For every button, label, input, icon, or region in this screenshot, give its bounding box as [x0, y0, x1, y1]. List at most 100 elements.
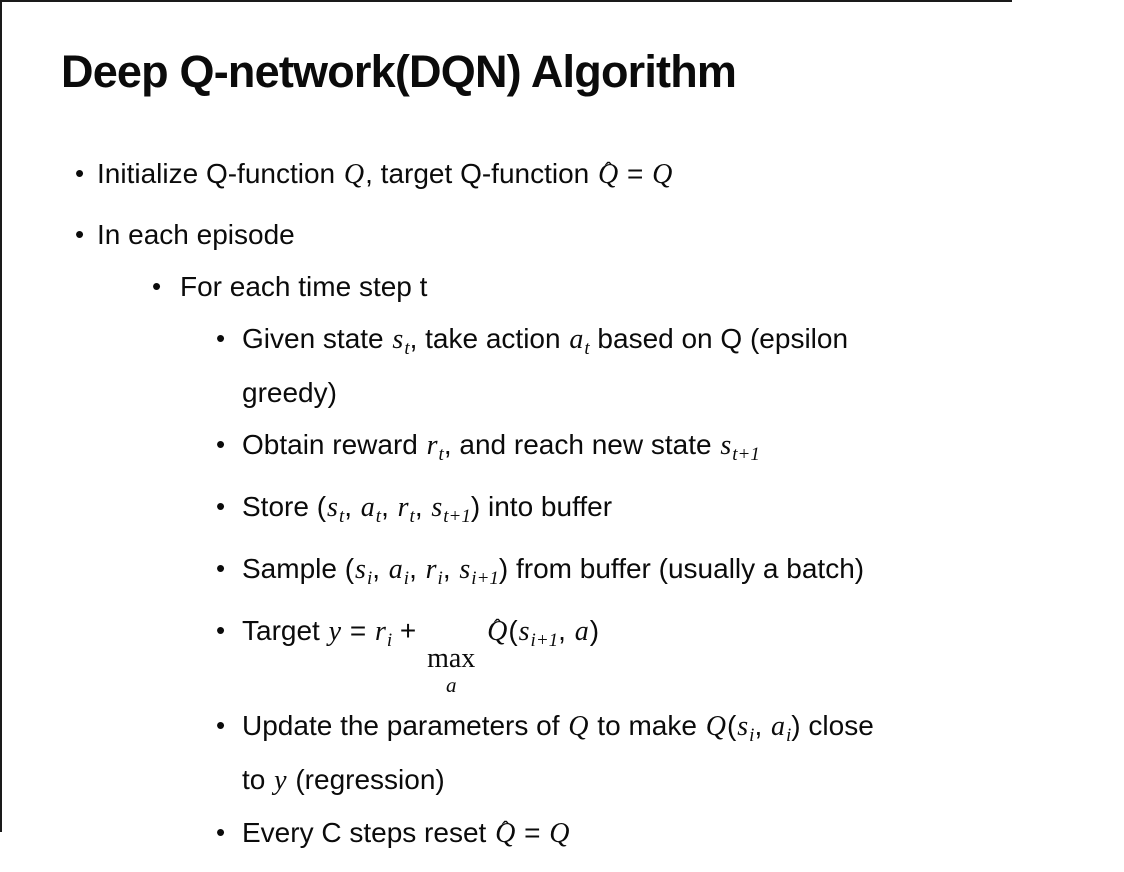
bullet-list: •Initialize Q-function Q, target Q-funct… — [0, 152, 1095, 864]
math-symbol: a — [771, 711, 786, 742]
text-segment: Given state — [242, 323, 392, 354]
math-symbol: s — [327, 492, 338, 523]
math-symbol: Q — [549, 818, 570, 849]
bullet-marker-icon: • — [216, 817, 226, 847]
text-segment: to make — [589, 710, 705, 741]
math-subscript: t — [438, 444, 444, 465]
bullet-item: •Sample (si, ai, ri, si+1) from buffer (… — [0, 547, 1095, 601]
math-subscript: i — [386, 630, 393, 651]
text-segment: Initialize Q-function — [97, 158, 343, 189]
max-operator-subscript: a — [445, 673, 457, 697]
math-subscript: i — [749, 725, 755, 746]
text-segment: ) — [589, 615, 600, 646]
math-symbol: Q — [343, 159, 365, 190]
text-segment: Sample ( — [242, 553, 355, 584]
text-segment: , take action — [409, 323, 569, 354]
text-segment: , — [442, 553, 459, 584]
math-symbol: s — [431, 492, 443, 523]
text-segment: , — [344, 491, 360, 522]
hat-accent: ˆ — [604, 157, 613, 182]
slide-border-left — [0, 0, 2, 832]
math-subscript: i — [786, 725, 792, 746]
math-subscript: t — [338, 506, 345, 527]
text-segment: ( — [508, 615, 518, 646]
text-segment: Update the parameters of — [242, 710, 568, 741]
bullet-marker-icon: • — [216, 710, 226, 740]
math-symbol: a — [569, 324, 584, 355]
text-segment: = — [619, 158, 652, 189]
bullet-item: • Initialize Q-function Q, target Q-funct… — [0, 152, 1095, 197]
bullet-marker-icon: • — [216, 553, 226, 583]
math-symbol: s — [518, 616, 530, 647]
math-symbol: r — [374, 616, 386, 647]
math-symbol: y — [328, 616, 342, 647]
bullet-marker-icon: • — [75, 158, 85, 188]
text-segment: , — [381, 491, 397, 522]
text-segment: to — [242, 764, 274, 795]
math-symbol: r — [425, 554, 437, 585]
bullet-marker-icon: • — [216, 323, 226, 353]
bullet-item: •Given state st, take action at based on… — [0, 317, 1095, 415]
math-symbol: a — [574, 616, 589, 647]
text-segment: , — [414, 491, 431, 522]
text-segment: , — [754, 710, 771, 741]
bullet-item: •In each episode — [0, 213, 1095, 257]
text-segment: , — [372, 553, 388, 584]
bullet-marker-icon: • — [216, 491, 226, 521]
math-symbol: a — [388, 554, 403, 585]
text-segment: Store ( — [242, 491, 327, 522]
math-symbol: s — [737, 711, 749, 742]
math-symbol: a — [360, 492, 375, 523]
math-subscript: i+1 — [471, 568, 499, 589]
bullet-marker-icon: • — [216, 429, 226, 459]
hat-accent: ˆ — [501, 816, 510, 841]
text-segment: Every C steps reset — [242, 817, 495, 848]
math-subscript: i — [437, 568, 443, 589]
text-segment: , — [558, 615, 574, 646]
text-segment: For each time step t — [180, 271, 428, 302]
bullet-item: •Store (st, at, rt, st+1) into buffer — [0, 485, 1095, 539]
text-segment: = — [516, 817, 549, 848]
math-symbol: s — [459, 554, 471, 585]
text-segment: ) from buffer (usually a batch) — [498, 553, 865, 584]
math-symbol: s — [355, 554, 366, 585]
math-symbol: Q — [705, 711, 726, 742]
math-symbol: Q — [568, 711, 589, 742]
text-segment: , target Q-function — [365, 158, 598, 189]
bullet-item: • For each time step t — [0, 265, 1095, 309]
hat-accent: ˆ — [493, 614, 502, 639]
text-segment: ) into buffer — [470, 491, 613, 522]
text-segment: ( — [726, 710, 737, 741]
text-segment — [478, 615, 486, 646]
math-subscript: i+1 — [530, 630, 559, 651]
text-segment: In each episode — [97, 219, 295, 250]
text-segment: , and reach new state — [443, 429, 720, 460]
text-segment: (regression) — [287, 764, 445, 795]
math-subscript: i — [403, 568, 410, 589]
slide-border-top — [0, 0, 1012, 2]
text-segment: Obtain reward — [242, 429, 426, 460]
math-subscript: t — [409, 506, 415, 527]
math-subscript: t+1 — [732, 444, 760, 465]
text-segment: Target — [242, 615, 328, 646]
math-symbol: r — [397, 492, 409, 523]
math-subscript: i — [366, 568, 373, 589]
text-segment: greedy) — [242, 377, 337, 408]
math-subscript: t — [404, 338, 410, 359]
math-symbol: s — [720, 430, 732, 461]
slide-title: Deep Q-network(DQN) Algorithm — [61, 46, 737, 97]
text-segment: based on Q (epsilon — [589, 323, 849, 354]
bullet-marker-icon: • — [216, 615, 226, 645]
text-segment: ) close — [791, 710, 874, 741]
max-operator-word: max — [427, 643, 476, 674]
text-segment: + — [392, 615, 425, 646]
bullet-marker-icon: • — [152, 271, 162, 301]
math-symbol: s — [392, 324, 404, 355]
